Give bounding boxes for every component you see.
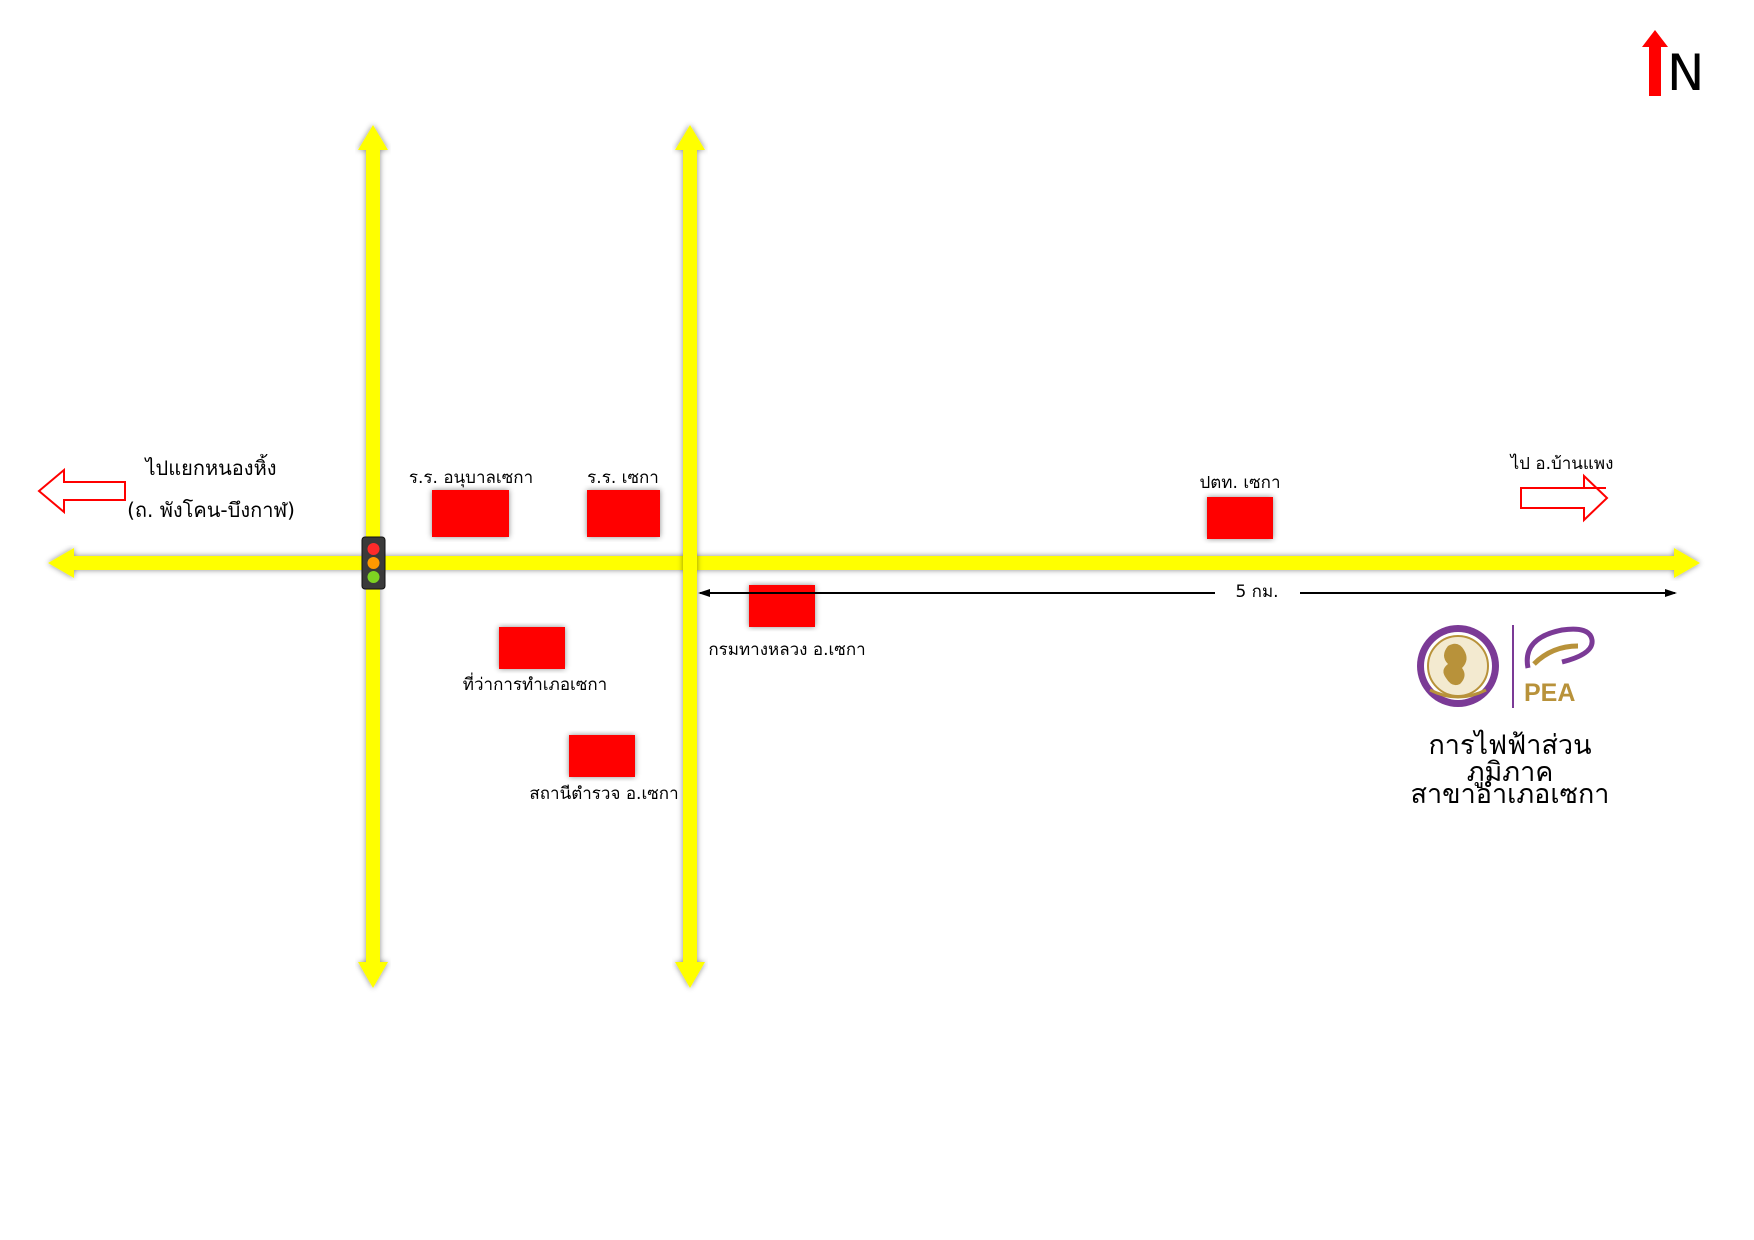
west-direction-line1: ไปแยกหนองหิ้ง	[145, 456, 277, 480]
pea-seal-logo	[1417, 625, 1499, 707]
school-marker	[587, 490, 660, 537]
highways-dept-label: กรมทางหลวง อ.เซกา	[708, 640, 866, 660]
distance-line	[698, 589, 1677, 597]
west-direction-line2: (ถ. พังโคน-บึงกาฬ)	[127, 498, 295, 522]
north-arrow-icon	[1642, 30, 1668, 96]
police-station-marker	[569, 735, 635, 777]
kindergarten-label: ร.ร. อนุบาลเซกา	[408, 468, 534, 488]
pea-text: PEA	[1524, 679, 1575, 707]
office-name-line1: การไฟฟ้าส่วนภูมิภาค	[1428, 730, 1592, 788]
west-arrow-icon	[37, 467, 126, 515]
office-name-line2: สาขาอำเภอเซกา	[1410, 779, 1610, 810]
east-road	[675, 125, 705, 988]
main-road	[48, 548, 1700, 578]
gas-station-label: ปตท. เซกา	[1199, 473, 1281, 493]
police-station-label: สถานีตำรวจ อ.เซกา	[529, 784, 679, 804]
highways-dept-marker	[749, 585, 815, 627]
distance-label: 5 กม.	[1231, 584, 1283, 601]
district-office-marker	[499, 627, 565, 669]
east-arrow-icon	[1520, 473, 1609, 523]
kindergarten-marker	[432, 490, 509, 537]
north-label: N	[1667, 44, 1705, 102]
gas-station-marker	[1207, 497, 1273, 539]
traffic-light-icon	[361, 536, 386, 590]
school-label: ร.ร. เซกา	[587, 468, 659, 488]
pea-mark-logo: PEA	[1524, 626, 1595, 707]
district-office-label: ที่ว่าการทำเภอเซกา	[462, 675, 608, 695]
east-direction-label: ไป อ.บ้านแพง	[1510, 454, 1614, 474]
